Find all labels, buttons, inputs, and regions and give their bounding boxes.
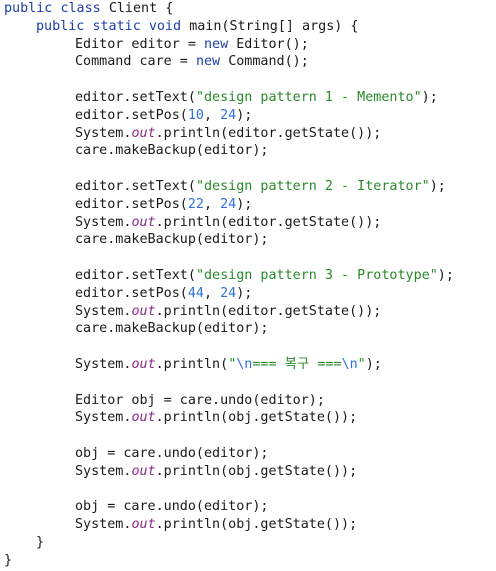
code-line-28 <box>4 481 454 499</box>
number-literal: 22 <box>187 196 204 212</box>
type-name: Command <box>228 54 285 70</box>
static-field: out <box>131 356 156 372</box>
code-line-16: editor.setText("design pattern 3 - Proto… <box>75 267 454 283</box>
code-line-31: } <box>36 534 45 550</box>
keyword: public <box>4 1 53 16</box>
number-literal: 44 <box>187 285 204 301</box>
code-line-10 <box>4 160 454 178</box>
code-line-15 <box>4 249 454 267</box>
keyword: new <box>204 36 229 52</box>
string-literal: === 복구 === <box>252 356 342 372</box>
code-line-9: care.makeBackup(editor); <box>75 143 269 159</box>
code-line-8: System.out.println(editor.getState()); <box>75 125 382 141</box>
method-signature: main(String[] args) { <box>189 18 359 34</box>
keyword: public <box>36 18 85 34</box>
string-literal: "design pattern 3 - Prototype" <box>195 267 438 283</box>
static-field: out <box>131 517 156 533</box>
code-line-19: care.makeBackup(editor); <box>75 321 269 337</box>
code-block[interactable]: public class Client { public static void … <box>4 0 454 570</box>
code-line-29: obj = care.undo(editor); <box>75 499 269 515</box>
code-line-20 <box>4 338 454 356</box>
static-field: out <box>131 125 156 141</box>
type-name: Editor <box>75 392 124 408</box>
code-line-12: editor.setPos(22, 24); <box>75 196 253 212</box>
code-line-22 <box>4 374 454 392</box>
code-line-27: System.out.println(obj.getState()); <box>75 463 358 479</box>
code-line-24: System.out.println(obj.getState()); <box>75 410 358 426</box>
code-line-26: obj = care.undo(editor); <box>75 445 269 461</box>
code-line-4: Command care = new Command(); <box>75 54 309 70</box>
type-name: Command <box>75 54 132 70</box>
code-line-11: editor.setText("design pattern 2 - Itera… <box>75 178 446 194</box>
keyword: void <box>148 18 182 34</box>
static-field: out <box>131 463 156 479</box>
number-literal: 24 <box>220 196 237 212</box>
code-line-17: editor.setPos(44, 24); <box>75 285 253 301</box>
class-name: Client <box>108 1 158 16</box>
escape-sequence: \n <box>341 356 358 372</box>
type-name: Editor <box>75 36 124 52</box>
static-field: out <box>131 410 156 426</box>
keyword: class <box>60 1 101 16</box>
number-literal: 24 <box>220 285 237 301</box>
static-field: out <box>131 303 156 319</box>
string-literal: "design pattern 2 - Iterator" <box>195 178 430 194</box>
code-line-2: public static void main(String[] args) { <box>4 18 454 36</box>
number-literal: 24 <box>220 107 237 123</box>
code-line-21: System.out.println("\n=== 복구 ===\n"); <box>75 356 382 372</box>
number-literal: 10 <box>187 107 204 123</box>
code-line-5 <box>4 71 454 89</box>
code-line-1: public class Client { <box>4 1 174 16</box>
code-line-13: System.out.println(editor.getState()); <box>75 214 382 230</box>
code-line-25 <box>4 427 454 445</box>
string-literal: " <box>357 356 366 372</box>
code-line-23: Editor obj = care.undo(editor); <box>75 392 325 408</box>
keyword: new <box>195 54 221 70</box>
type-name: Editor <box>236 36 285 52</box>
code-line-18: System.out.println(editor.getState()); <box>75 303 382 319</box>
code-line-6: editor.setText("design pattern 1 - Memen… <box>75 89 438 105</box>
string-literal: "design pattern 1 - Memento" <box>195 89 422 105</box>
keyword: static <box>92 18 141 34</box>
code-line-3: Editor editor = new Editor(); <box>75 36 309 52</box>
static-field: out <box>131 214 156 230</box>
code-line-7: editor.setPos(10, 24); <box>75 107 253 123</box>
code-line-32: } <box>4 552 13 568</box>
string-literal: " <box>228 356 237 372</box>
escape-sequence: \n <box>236 356 253 372</box>
code-line-14: care.makeBackup(editor); <box>75 232 269 248</box>
code-line-30: System.out.println(obj.getState()); <box>75 517 358 533</box>
